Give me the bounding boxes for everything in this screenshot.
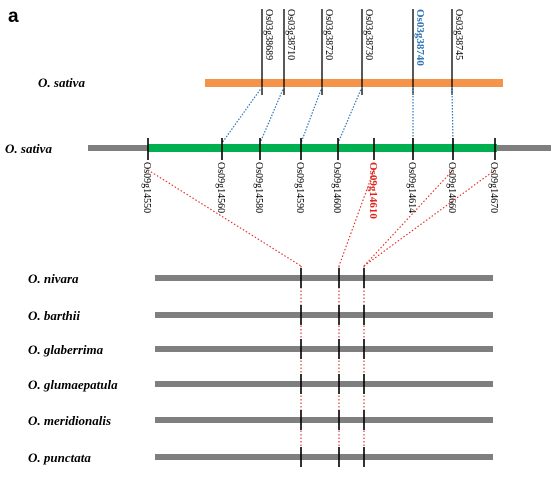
middle-row: O. sativa Os09g14550 Os09g14560 Os09g14580… bbox=[5, 138, 551, 219]
species-label: O. nivara bbox=[28, 271, 79, 286]
middle-gene-label: Os09g14550 bbox=[141, 162, 152, 213]
zoom-link bbox=[363, 169, 496, 267]
middle-chromosome-bar bbox=[148, 144, 497, 152]
middle-to-species-links bbox=[147, 169, 496, 267]
species-rows: O. nivara O. barthii O. glaberrima O. gluma… bbox=[28, 271, 493, 465]
top-gene-label: Os03g38710 bbox=[285, 9, 296, 60]
top-row-genes: Os03g38689 Os03g38710 Os03g38720 Os03g38730… bbox=[261, 9, 464, 95]
zoom-link bbox=[147, 169, 302, 267]
species-chromosome-bar bbox=[155, 346, 493, 352]
middle-gene-label: Os09g14610 bbox=[367, 162, 379, 219]
middle-gene-label: Os09g14560 bbox=[215, 162, 226, 213]
species-label: O. meridionalis bbox=[28, 413, 111, 428]
species-chromosome-bar bbox=[155, 417, 493, 423]
species-chromosome-bar bbox=[155, 454, 493, 460]
species-label: O. barthii bbox=[28, 308, 80, 323]
zoom-link bbox=[363, 169, 454, 267]
species-chromosome-bar bbox=[155, 381, 493, 387]
ortholog-link bbox=[221, 86, 263, 144]
ortholog-link bbox=[451, 86, 454, 144]
species-alignment-markers bbox=[300, 266, 365, 467]
middle-gene-label: Os09g14580 bbox=[253, 162, 264, 213]
middle-gene-label: Os09g14590 bbox=[294, 162, 305, 213]
top-row: O. sativa Os03g38689 Os03g38710 Os03g38720… bbox=[38, 9, 503, 95]
top-row-label: O. sativa bbox=[38, 75, 85, 90]
zoom-link bbox=[338, 169, 375, 267]
ortholog-link bbox=[300, 86, 323, 144]
top-gene-label: Os03g38730 bbox=[363, 9, 374, 60]
ortholog-link bbox=[259, 86, 285, 144]
species-label: O. punctata bbox=[28, 450, 91, 465]
middle-gene-label: Os09g14614 bbox=[406, 162, 417, 213]
species-label: O. glaberrima bbox=[28, 342, 104, 357]
middle-chromosome-right-end bbox=[495, 145, 551, 151]
middle-gene-label: Os09g14670 bbox=[488, 162, 499, 213]
top-gene-label: Os03g38689 bbox=[263, 9, 274, 60]
middle-row-label: O. sativa bbox=[5, 141, 52, 156]
species-chromosome-bar bbox=[155, 312, 493, 318]
middle-gene-label: Os09g14660 bbox=[446, 162, 457, 213]
species-label: O. glumaepatula bbox=[28, 377, 118, 392]
ortholog-link bbox=[337, 86, 363, 144]
middle-row-genes: Os09g14550 Os09g14560 Os09g14580 Os09g14590… bbox=[141, 138, 499, 219]
top-chromosome-bar bbox=[205, 79, 503, 87]
middle-chromosome-left-end bbox=[88, 145, 152, 151]
top-gene-label: Os03g38745 bbox=[453, 9, 464, 60]
top-to-middle-links bbox=[221, 86, 454, 144]
panel-label: a bbox=[8, 6, 19, 27]
middle-gene-label: Os09g14600 bbox=[331, 162, 342, 213]
top-gene-label: Os03g38720 bbox=[323, 9, 334, 60]
top-gene-label: Os03g38740 bbox=[414, 9, 426, 66]
species-chromosome-bar bbox=[155, 275, 493, 281]
